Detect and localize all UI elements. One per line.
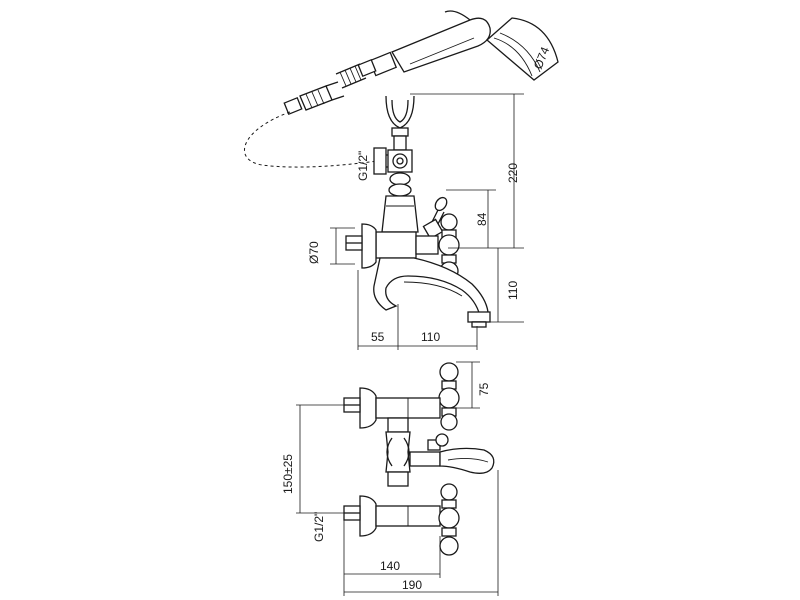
top-view-dimensions: [296, 361, 499, 596]
spout-projection-label: 110: [421, 330, 440, 344]
depth-140-label: 140: [380, 559, 400, 573]
top-view: [343, 362, 495, 556]
depth-190-label: 190: [402, 578, 422, 592]
hose-path: [244, 111, 385, 168]
flange-diameter-label: Ø70: [307, 241, 321, 264]
inlet-centers-label: 150±25: [281, 454, 295, 494]
overall-height-label: 220: [506, 163, 520, 183]
upper-thread-label: G1/2": [356, 151, 370, 181]
spout-height-label: 110: [506, 281, 520, 300]
side-view-dimensions: [330, 93, 524, 350]
hand-shower: [283, 10, 559, 116]
top-handle-height-label: 75: [477, 382, 491, 396]
lower-thread-label: G1/2": [312, 512, 326, 542]
handle-height-label: 84: [475, 212, 489, 226]
side-view: [345, 95, 491, 328]
wall-offset-label: 55: [371, 330, 385, 344]
